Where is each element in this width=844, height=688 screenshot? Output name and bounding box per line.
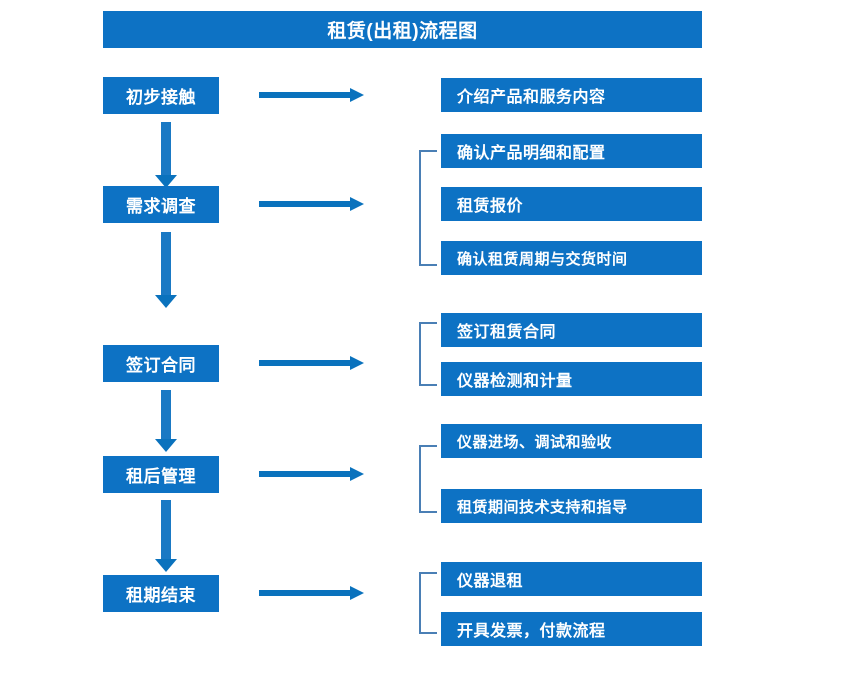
arrow-right-stage-1 — [259, 88, 364, 102]
stage-box-sign-contract[interactable]: 签订合同 — [103, 345, 219, 382]
arrow-head — [155, 175, 177, 188]
detail-box-sign-rental-contract[interactable]: 签订租赁合同 — [441, 313, 702, 347]
detail-box-invoice-payment[interactable]: 开具发票，付款流程 — [441, 612, 702, 646]
arrow-down-stage-2-to-3 — [155, 232, 177, 308]
detail-box-instrument-return[interactable]: 仪器退租 — [441, 562, 702, 596]
flowchart-title: 租赁(出租)流程图 — [103, 11, 702, 48]
detail-box-instrument-inspection[interactable]: 仪器检测和计量 — [441, 362, 702, 396]
detail-box-confirm-period-delivery[interactable]: 确认租赁周期与交货时间 — [441, 241, 702, 275]
stage-box-post-rental-management[interactable]: 租后管理 — [103, 456, 219, 493]
detail-box-introduce-products[interactable]: 介绍产品和服务内容 — [441, 78, 702, 112]
arrow-shaft — [161, 232, 171, 295]
detail-box-confirm-product-details[interactable]: 确认产品明细和配置 — [441, 134, 702, 168]
arrow-head — [155, 439, 177, 452]
arrow-head — [155, 559, 177, 572]
arrow-shaft — [259, 590, 351, 596]
stage-box-requirement-survey[interactable]: 需求调查 — [103, 186, 219, 223]
arrow-right-stage-5 — [259, 586, 364, 600]
detail-box-instrument-installation[interactable]: 仪器进场、调试和验收 — [441, 424, 702, 458]
group-bracket-stage-5 — [419, 572, 437, 634]
arrow-right-stage-3 — [259, 356, 364, 370]
arrow-head — [155, 295, 177, 308]
arrow-head — [350, 586, 364, 600]
arrow-shaft — [259, 360, 351, 366]
arrow-head — [350, 88, 364, 102]
group-bracket-stage-2 — [419, 150, 437, 266]
detail-box-rental-quotation[interactable]: 租赁报价 — [441, 187, 702, 221]
group-bracket-stage-3 — [419, 322, 437, 386]
arrow-down-stage-3-to-4 — [155, 390, 177, 452]
detail-box-technical-support[interactable]: 租赁期间技术支持和指导 — [441, 489, 702, 523]
arrow-head — [350, 197, 364, 211]
arrow-down-stage-4-to-5 — [155, 500, 177, 572]
arrow-head — [350, 467, 364, 481]
arrow-head — [350, 356, 364, 370]
group-bracket-stage-4 — [419, 445, 437, 513]
arrow-shaft — [161, 122, 171, 175]
arrow-shaft — [259, 92, 351, 98]
stage-box-initial-contact[interactable]: 初步接触 — [103, 77, 219, 114]
arrow-down-stage-1-to-2 — [155, 122, 177, 188]
arrow-shaft — [259, 471, 351, 477]
arrow-shaft — [259, 201, 351, 207]
arrow-shaft — [161, 390, 171, 439]
arrow-right-stage-4 — [259, 467, 364, 481]
arrow-right-stage-2 — [259, 197, 364, 211]
stage-box-lease-end[interactable]: 租期结束 — [103, 575, 219, 612]
arrow-shaft — [161, 500, 171, 559]
